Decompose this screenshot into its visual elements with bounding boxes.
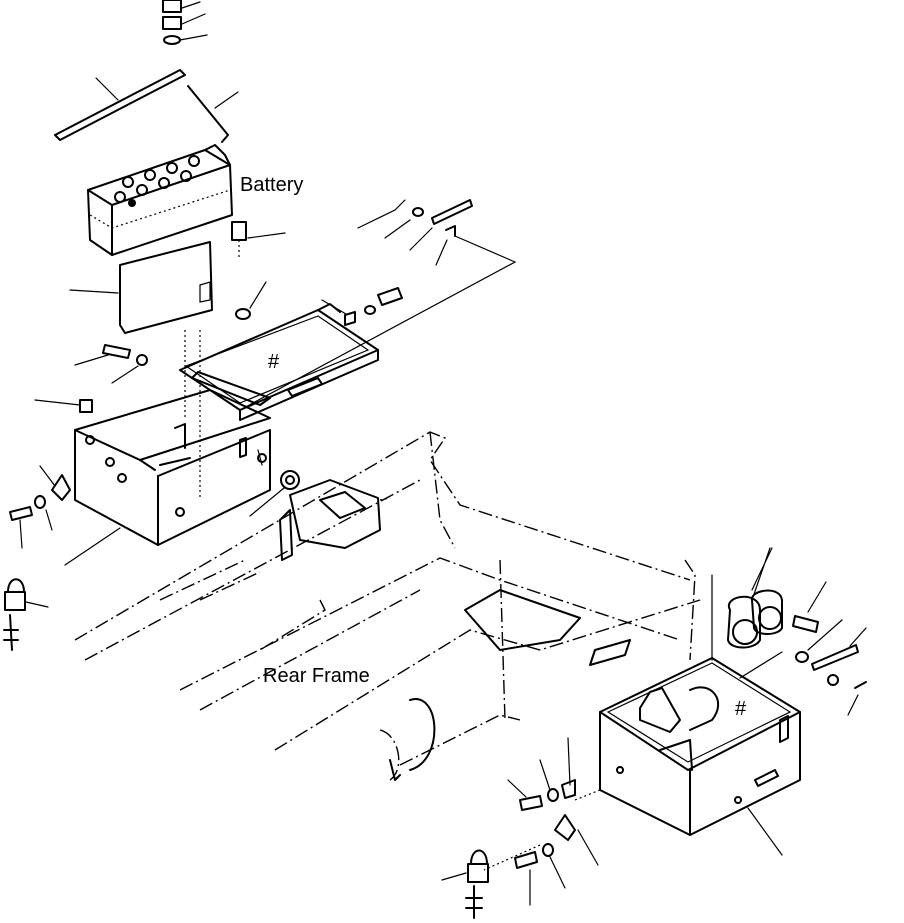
lower-bolts — [507, 737, 601, 906]
padlock-left — [3, 578, 49, 651]
rear-frame-label: Rear Frame — [263, 665, 370, 687]
battery-cover-plate — [69, 241, 213, 334]
battery-tray: # — [179, 303, 379, 421]
battery-box — [64, 330, 271, 566]
disconnect-switches — [711, 547, 783, 661]
frame-mount-nut — [249, 449, 300, 517]
battery-label: Battery — [240, 174, 303, 196]
top-nut-stack — [162, 0, 208, 45]
rear-frame — [74, 431, 701, 781]
box-latch-left — [9, 465, 71, 549]
right-box-mark-icon: # — [735, 698, 747, 720]
tray-mark-icon: # — [268, 351, 280, 373]
right-battery-box: # — [599, 657, 801, 856]
padlock-right — [441, 844, 541, 919]
box-bolts-left — [34, 344, 148, 413]
battery-hold-down-bar — [54, 69, 186, 141]
j-bolt — [187, 85, 239, 143]
clamp-hardware — [239, 199, 517, 411]
right-hardware — [739, 581, 867, 716]
battery-bolt — [231, 221, 286, 260]
tray-small-nut — [235, 281, 267, 320]
tray-side-bolt — [321, 287, 403, 326]
battery — [87, 144, 233, 256]
